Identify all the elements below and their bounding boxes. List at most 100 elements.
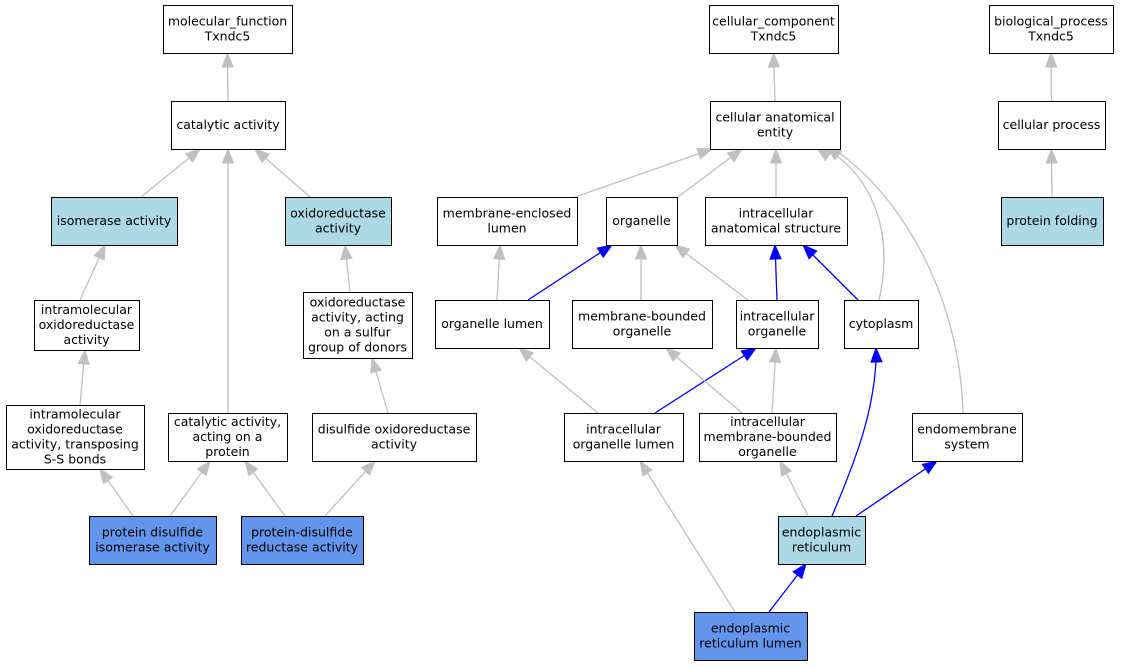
node-label-line: isomerase activity — [57, 213, 172, 228]
edge-line — [574, 152, 701, 198]
node-label-line: system — [944, 437, 989, 452]
node-label-line: organelle — [612, 213, 671, 228]
node-label-line: activity, acting — [311, 310, 404, 325]
edge-oxr-to-cat — [253, 148, 311, 198]
edge-line — [496, 256, 500, 301]
edge-line — [645, 470, 736, 613]
node-box — [912, 413, 1023, 462]
node-label-line: cellular process — [1003, 117, 1101, 132]
node-label-line: group of donors — [308, 340, 407, 355]
edge-iol-to-orglum — [517, 347, 599, 414]
edge-line — [79, 361, 85, 406]
node-label-line: Txndc5 — [204, 29, 251, 44]
edge-pdr-to-catprot — [244, 459, 286, 517]
go-term-node-pf[interactable]: protein folding — [1001, 197, 1104, 246]
edge-line — [674, 355, 743, 414]
edge-er-to-ems — [855, 460, 939, 517]
node-label-line: protein — [205, 444, 249, 459]
go-term-node-cyto[interactable]: cytoplasm — [844, 300, 919, 349]
edge-io-to-ias — [769, 243, 782, 301]
go-term-node-iso[interactable]: isomerase activity — [51, 197, 178, 246]
node-box — [285, 197, 392, 246]
edge-iso-to-cat — [140, 148, 202, 198]
arrow-head-icon — [360, 459, 376, 476]
node-label-line: intracellular — [739, 206, 815, 221]
node-label-line: cytoplasm — [849, 316, 914, 331]
go-term-node-org[interactable]: organelle — [606, 197, 678, 246]
node-box — [778, 516, 866, 565]
edge-ias-to-cae — [769, 147, 783, 197]
arrow-head-icon — [921, 460, 939, 475]
edge-oxsulf-to-oxr — [340, 243, 353, 293]
edge-line — [263, 156, 311, 198]
node-label-line: activity — [63, 332, 110, 347]
edge-pdr-to-disox — [324, 459, 376, 517]
node-box — [694, 612, 808, 661]
go-term-node-cat[interactable]: catalytic activity — [171, 101, 286, 150]
arrow-head-icon — [870, 346, 883, 363]
edge-iol-to-io — [654, 347, 758, 414]
node-label-line: on a sulfur — [324, 325, 391, 340]
arrow-head-icon — [639, 459, 653, 477]
edge-imbo-to-mbo — [664, 347, 743, 414]
arrow-head-icon — [1044, 51, 1058, 68]
arrow-head-icon — [769, 243, 782, 260]
node-label-line: catalytic activity, — [174, 414, 281, 429]
edge-line — [527, 251, 603, 301]
node-box — [1001, 197, 1104, 246]
node-label-line: protein disulfide — [102, 525, 204, 540]
node-box — [998, 101, 1106, 150]
arrow-head-icon — [792, 562, 807, 580]
edge-catprot-to-cat — [221, 147, 235, 413]
node-label-line: organelle — [748, 324, 807, 339]
arrow-head-icon — [221, 147, 235, 164]
edge-line — [773, 64, 776, 102]
arrow-head-icon — [664, 347, 682, 363]
node-box — [241, 516, 364, 565]
arrow-head-icon — [779, 459, 793, 477]
node-label-line: Txndc5 — [750, 29, 797, 44]
edge-line — [251, 470, 286, 517]
arrow-head-icon — [196, 459, 211, 477]
node-label-line: oxidoreductase — [290, 206, 386, 221]
edge-cat-to-mf — [221, 51, 234, 102]
node-box — [171, 101, 286, 150]
node-label-line: isomerase activity — [95, 540, 210, 555]
edge-line — [79, 255, 101, 301]
edge-line — [677, 155, 733, 198]
edge-io-to-org — [673, 244, 749, 301]
arrow-head-icon — [634, 243, 648, 260]
edge-cae-to-cc — [767, 51, 781, 102]
arrow-head-icon — [802, 244, 818, 260]
node-label-line: biological_process — [994, 14, 1108, 29]
node-label-line: membrane-bounded — [704, 429, 832, 444]
arrow-head-icon — [517, 347, 535, 363]
go-term-node-cp[interactable]: cellular process — [998, 101, 1106, 150]
go-term-node-orglum[interactable]: organelle lumen — [435, 300, 550, 349]
node-box — [844, 300, 919, 349]
node-box — [606, 197, 678, 246]
node-label-line: entity — [757, 125, 794, 140]
